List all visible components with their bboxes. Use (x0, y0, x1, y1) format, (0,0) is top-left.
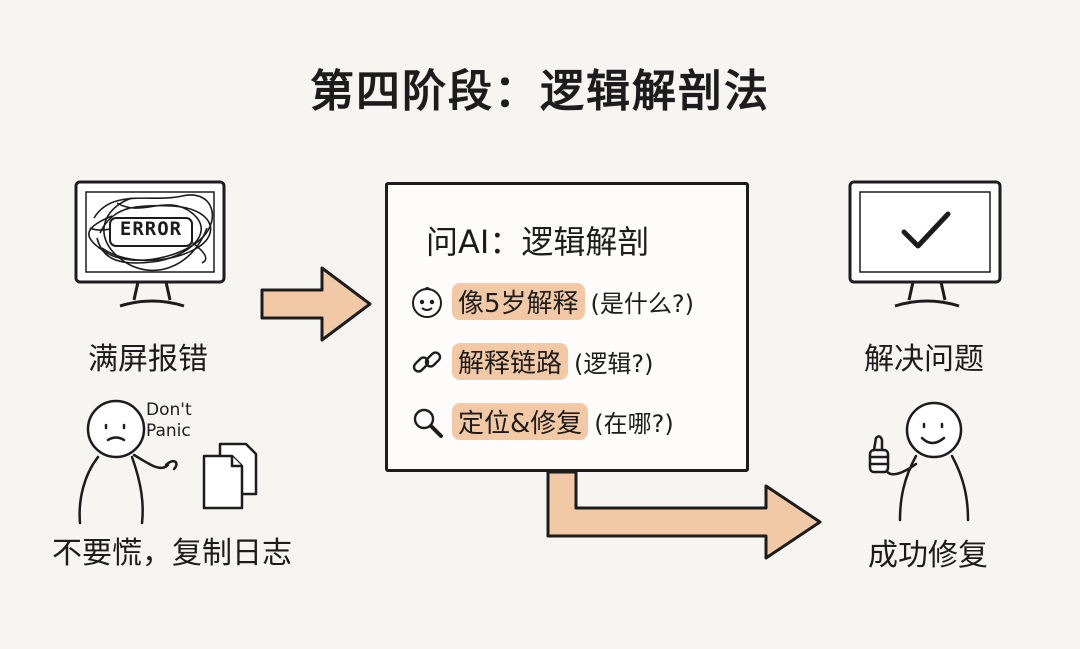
step-locate-fix: 定位&修复 (在哪?) (410, 403, 674, 440)
page-title: 第四阶段：逻辑解剖法 (310, 66, 770, 117)
error-label: ERROR (119, 218, 183, 240)
step-highlight: 解释链路 (452, 343, 569, 380)
step-highlight: 像5岁解释 (452, 283, 585, 320)
arrow-right-icon (258, 262, 376, 346)
step-explain-like-five: 像5岁解释 (是什么?) (410, 283, 694, 320)
thumbs-up-person-figure (860, 398, 990, 523)
step-explain-chain: 解释链路 (逻辑?) (410, 343, 653, 380)
caption-full-screen-errors: 满屏报错 (88, 342, 208, 377)
panel-heading: 问AI：逻辑解剖 (426, 223, 650, 261)
copied-files-icon (200, 440, 262, 512)
magnifier-icon (410, 405, 444, 439)
caption-fixed-successfully: 成功修复 (868, 538, 988, 573)
chain-link-icon (410, 345, 444, 379)
calm-person-figure (70, 395, 270, 525)
caption-problem-solved: 解决问题 (864, 342, 984, 377)
step-question: (是什么?) (590, 290, 695, 318)
baby-face-icon (410, 285, 444, 319)
step-highlight: 定位&修复 (452, 403, 589, 440)
step-question: (在哪?) (594, 410, 674, 438)
fixed-monitor (846, 178, 1006, 318)
caption-dont-panic-copy-logs: 不要慌，复制日志 (52, 536, 292, 571)
step-question: (逻辑?) (574, 350, 654, 378)
error-monitor (72, 178, 232, 318)
logic-dissection-panel: 问AI：逻辑解剖 像5岁解释 (是什么?) (385, 182, 749, 472)
dont-panic-speech: Don't Panic (146, 400, 192, 441)
arrow-bent-right-icon (540, 470, 830, 560)
